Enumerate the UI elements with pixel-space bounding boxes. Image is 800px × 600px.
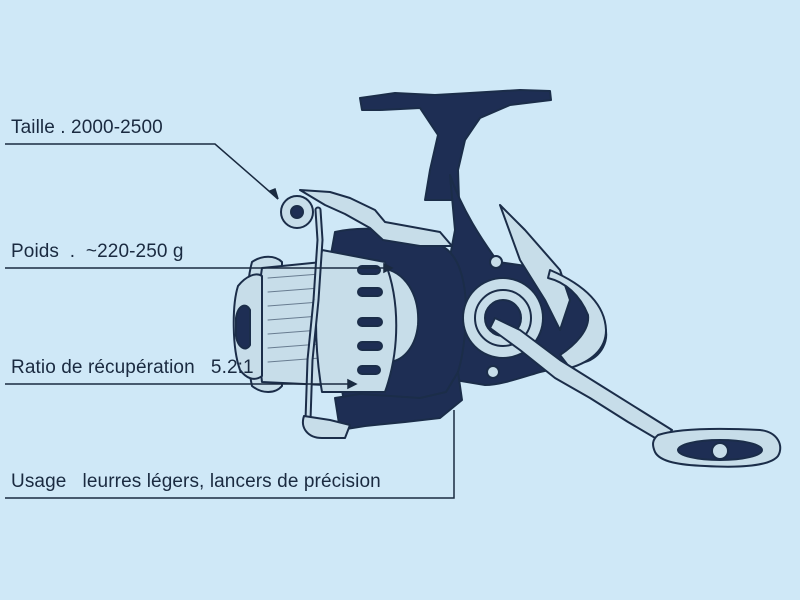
body-screw-top	[489, 255, 503, 269]
label-usage: Usage leurres légers, lancers de précisi…	[11, 471, 381, 492]
label-taille: Taille . 2000-2500	[11, 117, 163, 138]
spinning-reel-illustration	[232, 89, 782, 468]
leader-taille	[5, 143, 279, 200]
bail-base	[302, 415, 351, 439]
skirt-slots	[357, 265, 383, 375]
arrow-ratio	[347, 378, 358, 390]
body-screw-bottom	[486, 365, 500, 379]
arrow-poids	[383, 262, 394, 274]
bail-arm-lower	[334, 371, 463, 431]
label-ratio: Ratio de récupération 5.2:1	[11, 357, 254, 378]
body-inner-arm	[499, 204, 571, 331]
label-poids: Poids . ~220-250 g	[11, 241, 184, 262]
bail-arm-upper	[299, 189, 453, 247]
leader-lines	[5, 143, 455, 499]
bail-wire-inner	[306, 208, 322, 422]
spool-cap	[235, 304, 251, 350]
handle-knob-cap	[711, 442, 729, 460]
line-roller-hub	[290, 205, 304, 219]
reel-foot	[359, 89, 552, 201]
leader-usage	[5, 410, 455, 499]
arrow-taille	[268, 187, 279, 200]
